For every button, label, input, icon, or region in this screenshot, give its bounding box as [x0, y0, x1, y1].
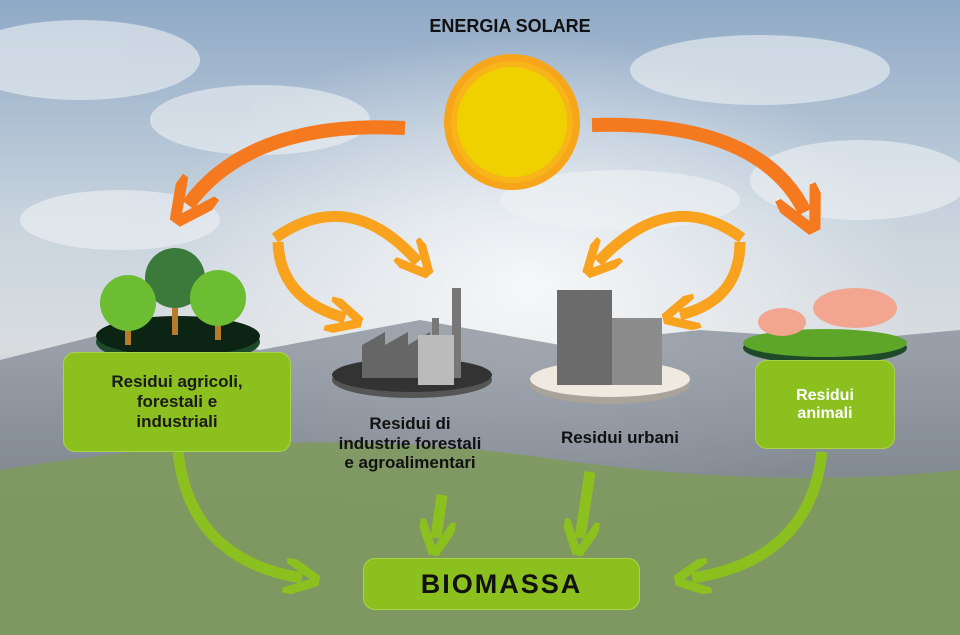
arrow-sun-to-urban-b [680, 241, 746, 315]
sun-icon [444, 54, 580, 190]
buildings-icon [530, 290, 690, 404]
box-biomass: BIOMASSA [363, 558, 640, 610]
arrow-agricultural-to-biomass [172, 451, 302, 578]
arrow-sun-to-agricultural [188, 120, 406, 205]
pigs-icon [743, 288, 907, 364]
arrow-sun-to-urban-a [598, 210, 746, 262]
label-urban-residues: Residui urbani [560, 428, 680, 447]
arrow-industry-to-biomass [436, 494, 442, 538]
title-solar-energy: ENERGIA SOLARE [429, 16, 591, 36]
arrow-sun-to-industry-a [271, 210, 418, 262]
meadow [0, 442, 960, 635]
arrow-sun-to-animal [591, 117, 805, 212]
arrow-urban-to-biomass [580, 471, 590, 538]
arrow-animal-to-biomass [692, 451, 828, 578]
arrow-sun-to-industry-b [272, 241, 345, 318]
factory-icon [332, 288, 492, 398]
clouds [0, 20, 960, 250]
